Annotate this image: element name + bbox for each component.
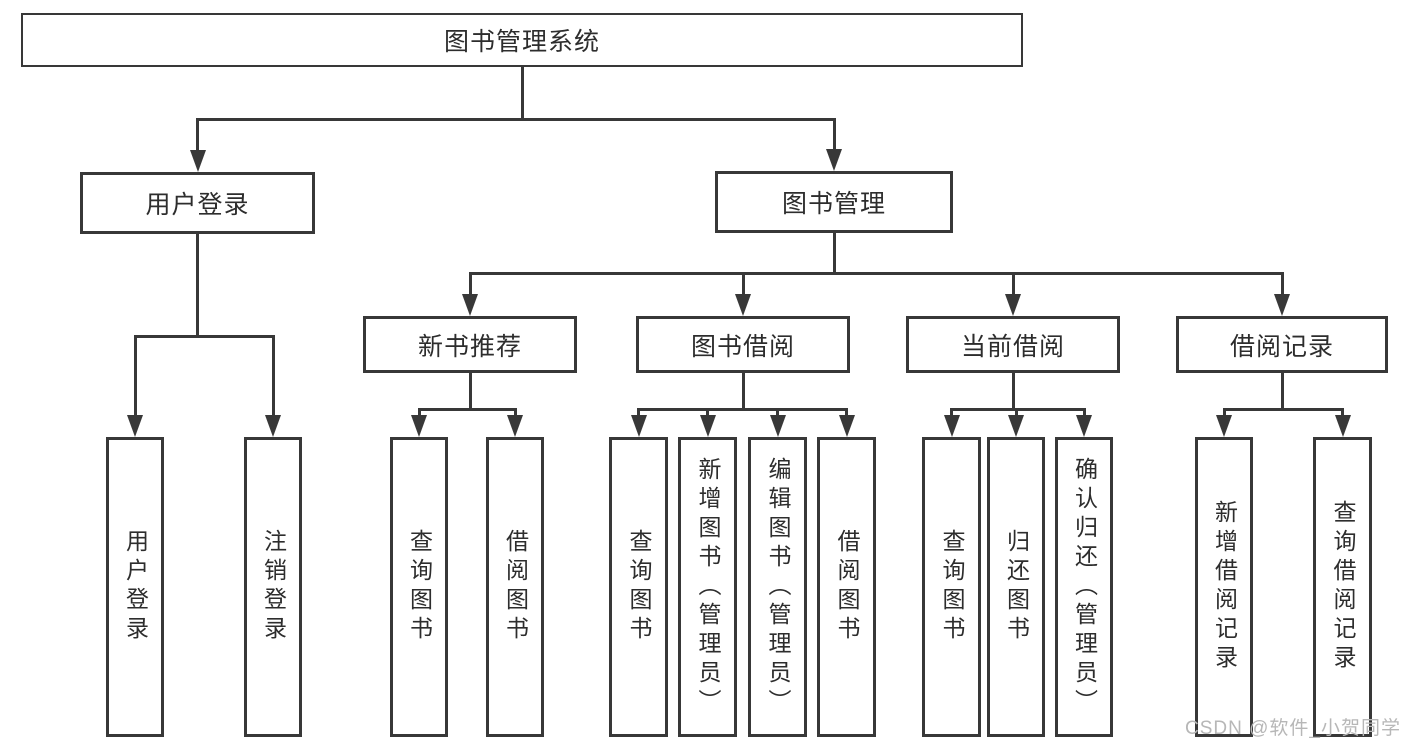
node-label-query-book-3: 查询图书 <box>939 529 965 645</box>
connector-line <box>1011 272 1015 304</box>
node-borrow-book-1: 借阅图书 <box>486 437 544 737</box>
node-borrow-records: 借阅记录 <box>1176 316 1388 373</box>
connector-line <box>196 233 199 338</box>
node-book-mgmt: 图书管理 <box>715 171 953 233</box>
node-label-query-book-1: 查询图书 <box>406 529 433 645</box>
arrow-down-icon <box>826 149 842 171</box>
arrow-down-icon <box>838 415 855 437</box>
node-user-login-leaf: 用户登录 <box>106 437 164 737</box>
connector-line <box>1280 372 1284 411</box>
node-query-book-3: 查询图书 <box>922 437 981 737</box>
node-label-book-mgmt: 图书管理 <box>781 190 886 218</box>
arrow-down-icon <box>507 415 523 437</box>
connector-line <box>1280 272 1284 304</box>
node-new-book-rec: 新书推荐 <box>363 316 577 373</box>
connector-line <box>637 408 848 411</box>
node-confirm-return: 确认归还（管理员） <box>1055 437 1113 737</box>
node-root: 图书管理系统 <box>21 13 1023 67</box>
connector-line <box>741 372 745 411</box>
connector-line <box>133 335 137 425</box>
connector-line <box>832 232 836 275</box>
connector-line <box>520 66 524 121</box>
connector-line <box>741 272 745 304</box>
connector-line <box>196 118 199 160</box>
connector-line <box>196 118 836 121</box>
connector-line <box>271 335 275 425</box>
arrow-down-icon <box>769 415 786 437</box>
node-add-borrow-record: 新增借阅记录 <box>1195 437 1253 737</box>
node-return-book: 归还图书 <box>987 437 1045 737</box>
node-label-return-book: 归还图书 <box>1003 529 1030 645</box>
arrow-down-icon <box>1076 415 1092 437</box>
node-label-borrow-records: 借阅记录 <box>1229 332 1334 361</box>
node-label-borrow-book-2: 借阅图书 <box>834 529 860 645</box>
arrow-down-icon <box>1274 294 1290 316</box>
connector-line <box>468 372 472 411</box>
arrow-down-icon <box>462 294 478 316</box>
arrow-down-icon <box>735 294 751 316</box>
node-query-book-2: 查询图书 <box>609 437 668 737</box>
arrow-down-icon <box>411 415 427 437</box>
node-borrow-book-2: 借阅图书 <box>817 437 876 737</box>
arrow-down-icon <box>1005 294 1021 316</box>
node-edit-book: 编辑图书（管理员） <box>748 437 807 737</box>
connector-line <box>1011 372 1015 411</box>
node-logout: 注销登录 <box>244 437 302 737</box>
arrow-down-icon <box>1216 415 1232 437</box>
arrow-down-icon <box>1334 415 1351 437</box>
arrow-down-icon <box>189 150 206 172</box>
node-current-borrow: 当前借阅 <box>906 316 1120 373</box>
node-label-current-borrow: 当前借阅 <box>960 332 1065 361</box>
arrow-down-icon <box>265 415 281 437</box>
node-book-borrow: 图书借阅 <box>636 316 850 373</box>
node-label-book-borrow: 图书借阅 <box>690 332 795 361</box>
connector-line <box>133 335 275 338</box>
node-label-query-borrow-record: 查询借阅记录 <box>1330 500 1356 674</box>
connector-line <box>468 272 472 304</box>
node-label-user-login: 用户登录 <box>145 191 250 219</box>
arrow-down-icon <box>699 415 716 437</box>
node-label-add-borrow-record: 新增借阅记录 <box>1211 500 1238 674</box>
connector-line <box>468 272 1284 275</box>
connector-line <box>950 408 1086 411</box>
connector-line <box>417 408 517 411</box>
node-label-new-book-rec: 新书推荐 <box>417 332 522 361</box>
node-label-borrow-book-1: 借阅图书 <box>502 529 529 645</box>
node-label-user-login-leaf: 用户登录 <box>122 529 149 645</box>
arrow-down-icon <box>127 415 143 437</box>
node-query-book-1: 查询图书 <box>390 437 448 737</box>
node-label-edit-book: 编辑图书（管理员） <box>765 456 791 718</box>
node-label-query-book-2: 查询图书 <box>626 529 652 645</box>
node-query-borrow-record: 查询借阅记录 <box>1313 437 1372 737</box>
node-label-root: 图书管理系统 <box>443 28 600 56</box>
arrow-down-icon <box>630 415 647 437</box>
watermark: CSDN @软件_小贺同学 <box>1185 718 1401 739</box>
node-label-add-book: 新增图书（管理员） <box>695 456 721 718</box>
connector-line <box>1222 408 1344 411</box>
node-user-login: 用户登录 <box>80 172 315 234</box>
connector-line <box>832 118 836 159</box>
arrow-down-icon <box>1008 415 1024 437</box>
node-label-logout: 注销登录 <box>260 529 287 645</box>
node-add-book: 新增图书（管理员） <box>678 437 737 737</box>
node-label-confirm-return: 确认归还（管理员） <box>1071 456 1098 718</box>
arrow-down-icon <box>943 415 960 437</box>
